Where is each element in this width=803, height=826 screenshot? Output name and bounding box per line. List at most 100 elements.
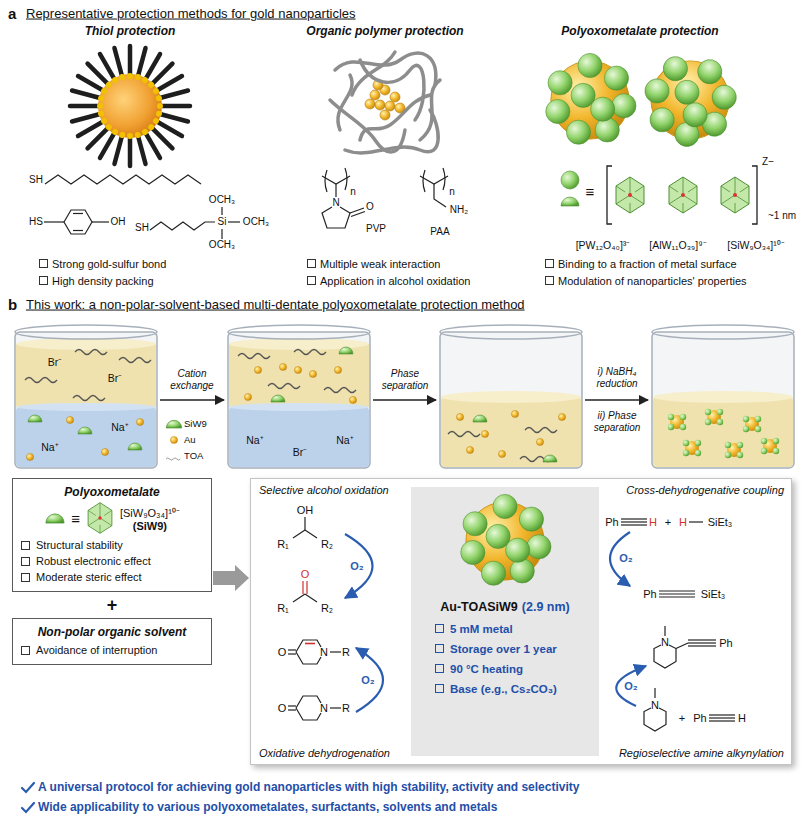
atom-label: SiEt₃: [701, 588, 726, 601]
drawing-part: [498, 450, 505, 457]
drawing-part: [420, 176, 448, 184]
drawing-part: [271, 395, 285, 402]
formula-row: ≡[SiW₉O₃₄]¹⁰⁻(SiW9): [21, 502, 203, 534]
atom-label: SiEt₃: [708, 516, 733, 529]
drawing-part: [228, 332, 370, 468]
drawing-part: [761, 438, 779, 454]
atom-label: R₁: [277, 602, 289, 615]
atom-label: +: [679, 712, 685, 725]
drawing-part: [309, 370, 316, 377]
legend-label: Au: [184, 435, 196, 446]
atom-label: PAA: [430, 226, 449, 238]
drawing-part: [621, 521, 647, 522]
drawing-part: [653, 397, 793, 467]
beaker: [440, 325, 582, 468]
atom-label: HS: [29, 216, 43, 228]
reaction-title: Oxidative dehydrogenation: [259, 747, 390, 759]
drawing-part: [659, 596, 695, 597]
pom-nanoparticle: [546, 36, 757, 224]
drawing-part: [306, 581, 307, 594]
drawing-part: [546, 53, 636, 144]
icon: [44, 511, 66, 525]
solvent-box: Non-polar organic solventAvoidance of in…: [12, 618, 212, 665]
reagent-label: O₂: [624, 680, 637, 693]
drawing-part: [228, 325, 370, 339]
ion-label: Na⁺: [41, 441, 58, 453]
atom-label: n: [449, 186, 455, 198]
feature-row: Base (e.g., Cs₂CO₃): [411, 679, 599, 699]
checkbox-square: [435, 644, 444, 653]
icon: [85, 502, 115, 534]
drawing-part: [669, 177, 697, 213]
drawing-part: [365, 99, 375, 109]
atom-label: O: [366, 201, 374, 213]
drawing-part: [558, 413, 565, 420]
atom-label: OH: [297, 504, 314, 517]
drawing-part: [561, 197, 579, 206]
drawing-part: [71, 110, 104, 124]
drawing-part: [16, 403, 156, 411]
drawing-part: [652, 332, 794, 468]
drawing-part: [15, 332, 157, 468]
atom-label: O: [301, 568, 310, 581]
bullet-text: Moderate steric effect: [36, 571, 142, 583]
bullet-text: Modulation of nanoparticles' properties: [558, 275, 747, 288]
drawing-part: [155, 88, 188, 102]
drawing-part: [296, 640, 321, 664]
drawing-part: [664, 626, 665, 636]
atom-label: H: [649, 516, 657, 529]
conclusion-text: Wide applicability to various polyoxomet…: [38, 801, 497, 815]
drawing-part: [26, 453, 33, 460]
atom-label: O: [278, 646, 287, 659]
formula-label: [SiW₉O₃₄]¹⁰⁻: [727, 239, 784, 251]
atom-label: H: [738, 712, 746, 725]
drawing-part: [688, 639, 716, 640]
drawing-part: [440, 325, 582, 339]
drawing-part: [345, 534, 373, 598]
drawing-part: [725, 442, 743, 458]
drawing-part: [709, 720, 735, 721]
drawing-part: [305, 643, 315, 645]
drawing-part: [616, 666, 646, 706]
drawing-part: [166, 420, 181, 428]
feature-text: 5 mM metal: [450, 623, 513, 635]
ion-label: Na⁺: [336, 434, 353, 446]
drawing-part: [293, 594, 305, 602]
drawing-part: [380, 110, 390, 120]
atom-label: SH: [135, 222, 149, 234]
process-arrow: [160, 399, 648, 401]
checkbox-square: [39, 276, 48, 285]
drawing-part: [689, 521, 703, 522]
drawing-part: [45, 175, 201, 184]
drawing-part: [78, 427, 92, 434]
atom-label: Ph: [693, 712, 706, 725]
drawing-part: [28, 415, 42, 422]
column-title: Thiol protection: [85, 25, 176, 39]
formula-label: [AlW₁₁O₃₉]⁹⁻: [649, 239, 706, 251]
drawing-part: [668, 414, 686, 430]
atom-label: OH: [111, 216, 126, 228]
atom-label: R₂: [321, 602, 333, 615]
beaker: [652, 325, 794, 468]
drawing-part: [654, 688, 655, 698]
drawing-part: [296, 696, 321, 720]
drawing-part: [221, 229, 222, 239]
equivalence-sign: ≡: [71, 510, 80, 527]
drawing-part: [127, 133, 133, 166]
checkbox-square: [435, 684, 444, 693]
drawing-part: [621, 524, 647, 525]
atom-label: Ph: [643, 588, 656, 601]
drawing-part: [345, 110, 438, 153]
drawing-part: [288, 709, 296, 710]
drawing-part: [294, 350, 326, 355]
drawing-part: [585, 399, 648, 401]
bullet-row: Moderate steric effect: [21, 569, 203, 585]
atom-label: R: [342, 702, 350, 715]
drawing-part: [709, 714, 735, 715]
ion-label: Br⁻: [48, 356, 63, 368]
drawing-part: [616, 177, 644, 213]
step-label: ii) Phase separation: [585, 410, 649, 434]
drawing-part: [688, 645, 716, 646]
drawing-part: [288, 705, 296, 706]
